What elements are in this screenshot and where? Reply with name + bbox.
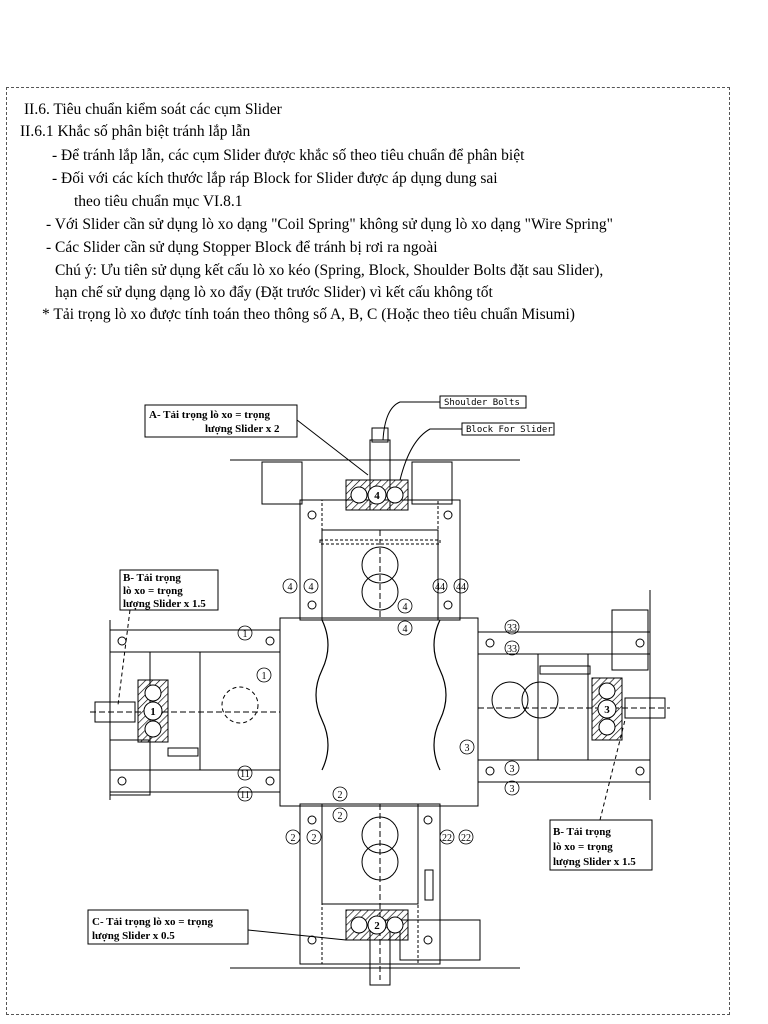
part-number: 1 (243, 629, 248, 640)
part-number: 1 (262, 671, 267, 682)
part-number: 4 (288, 582, 293, 593)
part-number: 4 (403, 602, 408, 613)
callout-b-left-line2: lò xo = trọng (123, 585, 183, 597)
part-number: 3 (510, 784, 515, 795)
callout-a-line1: A- Tải trọng lò xo = trọng (149, 409, 270, 421)
top-slider-assembly (230, 427, 520, 621)
subsection-heading: II.6.1 Khắc số phân biệt tránh lắp lẫn (20, 123, 251, 140)
callout-b-left-box (119, 569, 219, 611)
part-number: 11 (240, 769, 250, 780)
part-number: 22 (442, 833, 452, 844)
right-slider-assembly (477, 590, 670, 800)
section-heading: II.6. Tiêu chuẩn kiểm soát các cụm Slide… (24, 101, 282, 118)
block-engraving: 1 (150, 706, 156, 718)
callout-b-right-line2: lò xo = trọng (553, 841, 613, 853)
note-line: hạn chế sử dụng dạng lò xo đẩy (Đặt trướ… (55, 284, 493, 301)
center-block (279, 617, 479, 807)
part-number: 3 (465, 743, 470, 754)
bullet-line: - Để tránh lắp lẫn, các cụm Slider được … (52, 147, 525, 164)
slider-assembly-drawing: 1 1 11 11 4 4 4 4 44 44 33 33 3 3 3 2 2 … (87, 395, 670, 986)
page-frame (6, 87, 730, 1015)
callout-a-box (144, 404, 298, 438)
part-number: 4 (403, 624, 408, 635)
asterisk-note: * Tải trọng lò xo được tính toán theo th… (42, 306, 575, 323)
callout-b-right-line1: B- Tải trọng (553, 826, 611, 838)
part-number: 4 (309, 582, 314, 593)
part-number: 2 (338, 811, 343, 822)
bullet-line: - Với Slider cần sử dụng lò xo dạng "Coi… (46, 216, 613, 233)
callout-c-box (87, 909, 249, 945)
callout-b-right-line3: lượng Slider x 1.5 (553, 856, 636, 868)
block-for-slider-label: Block For Slider (466, 425, 553, 435)
callout-b-left-line3: lượng Slider x 1.5 (123, 598, 206, 610)
block-engraving: 3 (604, 704, 610, 716)
callout-b-right-box (549, 819, 653, 871)
block-engraving: 4 (374, 490, 380, 502)
bottom-slider-assembly (230, 803, 520, 986)
callout-b-left-line1: B- Tải trọng (123, 572, 181, 584)
part-number: 33 (507, 623, 517, 634)
callout-c-line1: C- Tải trọng lò xo = trọng (92, 916, 213, 928)
shoulder-bolts-label: Shoulder Bolts (444, 398, 520, 408)
part-number: 33 (507, 644, 517, 655)
bullet-line: - Đối với các kích thước lắp ráp Block f… (52, 170, 498, 187)
part-number: 22 (461, 833, 471, 844)
callout-a-line2: lượng Slider x 2 (205, 423, 280, 435)
part-number: 2 (291, 833, 296, 844)
part-number: 2 (312, 833, 317, 844)
part-number: 2 (338, 790, 343, 801)
part-number: 11 (240, 790, 250, 801)
callout-c-line2: lượng Slider x 0.5 (92, 930, 175, 942)
part-number: 3 (510, 764, 515, 775)
bullet-line: - Các Slider cần sử dụng Stopper Block đ… (46, 239, 438, 256)
part-number: 44 (435, 582, 445, 593)
part-number: 44 (456, 582, 466, 593)
bullet-continuation: theo tiêu chuẩn mục VI.8.1 (74, 193, 243, 210)
note-line: Chú ý: Ưu tiên sử dụng kết cấu lò xo kéo… (55, 262, 604, 279)
left-slider-assembly (90, 620, 281, 800)
block-engraving: 2 (374, 920, 380, 932)
